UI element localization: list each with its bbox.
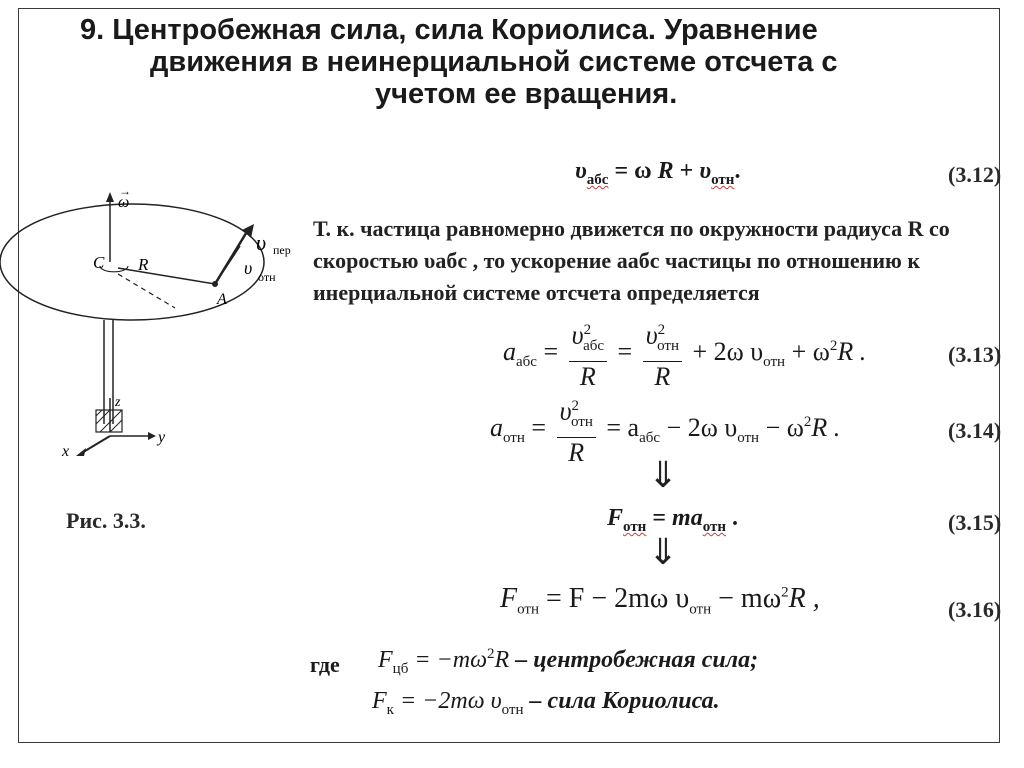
title-line-3: учетом ее вращения. bbox=[375, 78, 678, 110]
x-arrowhead bbox=[76, 448, 86, 456]
equation-3-15: Fотн = maотн . bbox=[607, 505, 739, 535]
rotating-disk-figure: ω → C R A υ пер υ отн z y x bbox=[0, 184, 291, 460]
implies-arrow-1: ⇓ bbox=[648, 455, 679, 496]
equation-3-12: υабс = ω R + υотн. bbox=[575, 158, 741, 188]
radius-label: R bbox=[137, 255, 149, 274]
explanation-paragraph: Т. к. частица равномерно движется по окр… bbox=[313, 216, 950, 305]
y-axis-label: y bbox=[156, 429, 166, 446]
v-per-label: υ bbox=[256, 230, 266, 255]
equation-number-3-16: (3.16) bbox=[948, 597, 1002, 622]
v-otn-sub: отн bbox=[258, 270, 276, 284]
slide-title: 9. Центробежная сила, сила Кориолиса. Ур… bbox=[80, 14, 980, 110]
y-arrowhead bbox=[148, 432, 156, 440]
velocity-per-arrowhead bbox=[242, 224, 254, 238]
disk-ellipse bbox=[0, 203, 265, 321]
title-line-2: движения в неинерциальной системе отсчет… bbox=[150, 46, 838, 78]
v-otn-label: υ bbox=[244, 258, 252, 278]
omega-label: ω bbox=[118, 194, 129, 211]
equation-number-3-12: (3.12) bbox=[948, 162, 1002, 187]
centrifugal-force-definition: Fцб = −mω2R – центробежная сила; bbox=[378, 646, 759, 677]
omega-arrowhead bbox=[106, 192, 114, 202]
figure-caption: Рис. 3.3. bbox=[66, 508, 146, 533]
v-per-sub: пер bbox=[273, 243, 291, 257]
equation-number-3-15: (3.15) bbox=[948, 510, 1002, 535]
equation-number-3-13: (3.13) bbox=[948, 342, 1002, 367]
point-A-label: A bbox=[216, 291, 227, 308]
radius-line bbox=[117, 267, 216, 285]
omega-vector-mark: → bbox=[119, 184, 131, 198]
dashed-line bbox=[117, 273, 176, 309]
center-label: C bbox=[93, 253, 105, 272]
equation-number-3-14: (3.14) bbox=[948, 418, 1002, 443]
velocity-otn-arrow bbox=[214, 245, 241, 285]
z-axis-label: z bbox=[114, 395, 121, 410]
equation-3-16: Fотн = F − 2mω υотн − mω2R , bbox=[500, 583, 820, 618]
x-axis-label: x bbox=[61, 443, 69, 460]
implies-arrow-2: ⇓ bbox=[648, 532, 679, 573]
where-label: где bbox=[310, 652, 340, 677]
slide-frame bbox=[18, 8, 1000, 743]
title-line-1: 9. Центробежная сила, сила Кориолиса. Ур… bbox=[80, 14, 818, 46]
coriolis-force-definition: Fк = −2mω υотн – сила Кориолиса. bbox=[372, 688, 720, 718]
base-block bbox=[95, 409, 123, 433]
rotation-arc-icon bbox=[99, 265, 129, 273]
